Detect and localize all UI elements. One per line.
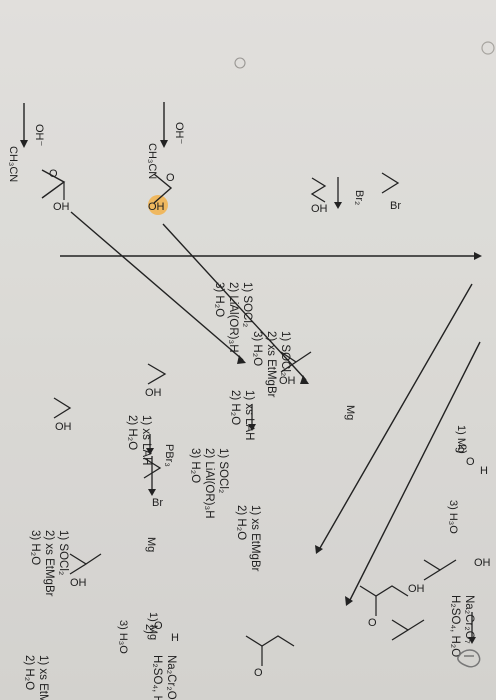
- reagent-block-c: 1) SOCl₂ 2) xs EtMgBr 3) H₂O: [251, 331, 291, 398]
- mg1-bottom-label: 1) Mg: [147, 612, 159, 640]
- svg-text:2) LiAl(OR)₃H: 2) LiAl(OR)₃H: [203, 448, 215, 519]
- svg-text:3) H₂O: 3) H₂O: [213, 282, 225, 317]
- svg-text:Na₂Cr₂O₇: Na₂Cr₂O₇: [165, 655, 177, 700]
- arrow-left-lower-head: [300, 375, 309, 384]
- arrow-ch3cn-top-head: [20, 140, 28, 148]
- svg-text:Na₂Cr₂O₇: Na₂Cr₂O₇: [463, 595, 475, 644]
- mg-bottom-label: Mg: [145, 537, 157, 552]
- arrow-right-lower-head: [345, 596, 353, 606]
- alcohol-1-oh: OH: [311, 203, 328, 215]
- ketone-1-o: O: [254, 667, 263, 679]
- ketone-2-o: O: [368, 617, 377, 629]
- arrow-left-upper: [70, 211, 244, 361]
- bromide-1-label: Br: [390, 200, 401, 212]
- arrow-left-upper-head: [237, 355, 246, 364]
- o-top-label: O: [466, 456, 475, 468]
- arrow-e-head: [146, 448, 154, 455]
- reagent-block-g: 1) xs EtMgBr 2) H₂O: [235, 505, 261, 572]
- arrow-ch3cn-bottom-head: [160, 140, 168, 148]
- svg-text:1) SOCl₂: 1) SOCl₂: [57, 530, 69, 575]
- svg-text:2) H₂O: 2) H₂O: [23, 655, 35, 690]
- tertiary-alcohol-2: [69, 553, 102, 575]
- br2-label: Br₂: [353, 190, 365, 205]
- two-bottom-label: 2): [143, 624, 155, 634]
- alcohol-2-oh: OH: [145, 387, 162, 399]
- secondary-alcohol-1-oh: OH: [474, 557, 491, 569]
- arrow-right-upper: [319, 283, 473, 549]
- svg-text:1) SOCl₂: 1) SOCl₂: [241, 282, 253, 327]
- reagent-block-a: 1) SOCl₂ 2) LiAl(OR)₃H 3) H₂O: [213, 282, 253, 353]
- h3o-top-label: 3) H₃O: [447, 500, 459, 534]
- ch3cn-bottom-label: CH₃CN: [146, 143, 158, 179]
- highlight-circle: [148, 195, 168, 215]
- bromide-2-label: Br: [152, 497, 163, 509]
- ch3cn-top-label: CH₃CN: [7, 146, 19, 182]
- reagent-block-f: 1) SOCl₂ 2) xs EtMgBr 3) H₂O: [29, 530, 69, 597]
- alcohol-1: [310, 177, 327, 203]
- svg-text:2) H₂O: 2) H₂O: [235, 505, 247, 540]
- mg-top-label: Mg: [344, 405, 356, 420]
- h-top-label: H: [480, 465, 488, 477]
- svg-text:1) xs EtMgBr: 1) xs EtMgBr: [249, 505, 261, 572]
- two-top-label: 2): [456, 444, 468, 454]
- svg-text:3) H₂O: 3) H₂O: [29, 530, 41, 565]
- oxidation-reagents-bottom: Na₂Cr₂O₇ H₂SO₄, H₂O: [151, 655, 177, 700]
- o-bottom-label: O: [154, 620, 163, 632]
- scribble-doodle-icon: [457, 649, 481, 668]
- arrow-b-head: [248, 424, 256, 431]
- arrow-right-lower: [349, 341, 481, 601]
- ethanol-oh: OH: [55, 421, 72, 433]
- arrow-right-upper-head: [315, 545, 323, 554]
- reagent-block-d: 1) SOCl₂ 2) LiAl(OR)₃H 3) H₂O: [189, 448, 229, 519]
- svg-text:H₂SO₄, H₂O: H₂SO₄, H₂O: [449, 595, 461, 657]
- secondary-alcohol-1: [423, 559, 457, 581]
- carboxylic-acid-top-oh: OH: [53, 201, 70, 213]
- arrow-pbr3-head: [148, 489, 156, 496]
- arrow-top-main-head: [474, 252, 482, 260]
- tertiary-alcohol-1-oh: OH: [279, 375, 296, 387]
- svg-text:1) xs EtMgBr: 1) xs EtMgBr: [37, 655, 49, 700]
- ketone-1: [245, 635, 295, 647]
- arrow-oxidation-top-head: [468, 637, 476, 644]
- carboxylic-acid-bottom-o: O: [166, 172, 175, 184]
- h-bottom-label: H: [171, 632, 179, 644]
- tertiary-alcohol-2-oh: OH: [70, 577, 87, 589]
- carboxylic-acid-bottom-oh: OH: [148, 201, 165, 213]
- oh-bottom-label: OH⁻: [173, 122, 185, 145]
- arrow-br2-head: [334, 202, 342, 209]
- bromide-1: [381, 172, 400, 194]
- oh-top-label: OH⁻: [33, 124, 45, 147]
- svg-text:2) H₂O: 2) H₂O: [229, 390, 241, 425]
- secondary-alcohol-2: [391, 619, 425, 641]
- svg-text:1) SOCl₂: 1) SOCl₂: [217, 448, 229, 493]
- svg-text:1) xs LAH: 1) xs LAH: [243, 390, 255, 441]
- arrow-left-lower: [162, 223, 307, 381]
- svg-text:H₂SO₄, H₂O: H₂SO₄, H₂O: [151, 655, 163, 700]
- oxidation-reagents-top: Na₂Cr₂O₇ H₂SO₄, H₂O: [449, 595, 475, 657]
- bromide-2: [143, 457, 162, 479]
- pbr3-label: PBr₃: [163, 444, 175, 467]
- punch-hole-icon: [481, 41, 495, 55]
- punch-hole-icon: [234, 57, 246, 69]
- mg1-top-label: 1) Mg: [455, 425, 467, 453]
- h3o-bottom-label: 3) H₃O: [117, 620, 129, 654]
- svg-text:3) H₂O: 3) H₂O: [251, 331, 263, 366]
- svg-text:2) H₂O: 2) H₂O: [126, 415, 138, 450]
- svg-text:2) LiAl(OR)₃H: 2) LiAl(OR)₃H: [227, 282, 239, 353]
- svg-text:3) H₂O: 3) H₂O: [189, 448, 201, 483]
- ethanol: [53, 397, 72, 419]
- secondary-alcohol-2-oh: OH: [408, 583, 425, 595]
- carboxylic-acid-top-o: O: [49, 168, 58, 180]
- svg-text:2) xs EtMgBr: 2) xs EtMgBr: [265, 331, 277, 398]
- ketone-2: [359, 585, 409, 597]
- svg-text:2) xs EtMgBr: 2) xs EtMgBr: [43, 530, 55, 597]
- svg-text:1) SOCl₂: 1) SOCl₂: [279, 331, 291, 376]
- reagent-block-h: 1) xs EtMgBr 2) H₂O: [23, 655, 49, 700]
- tertiary-alcohol-1: [280, 351, 312, 373]
- carboxylic-acid-bottom-skeleton: [153, 173, 173, 204]
- alcohol-2: [147, 363, 167, 385]
